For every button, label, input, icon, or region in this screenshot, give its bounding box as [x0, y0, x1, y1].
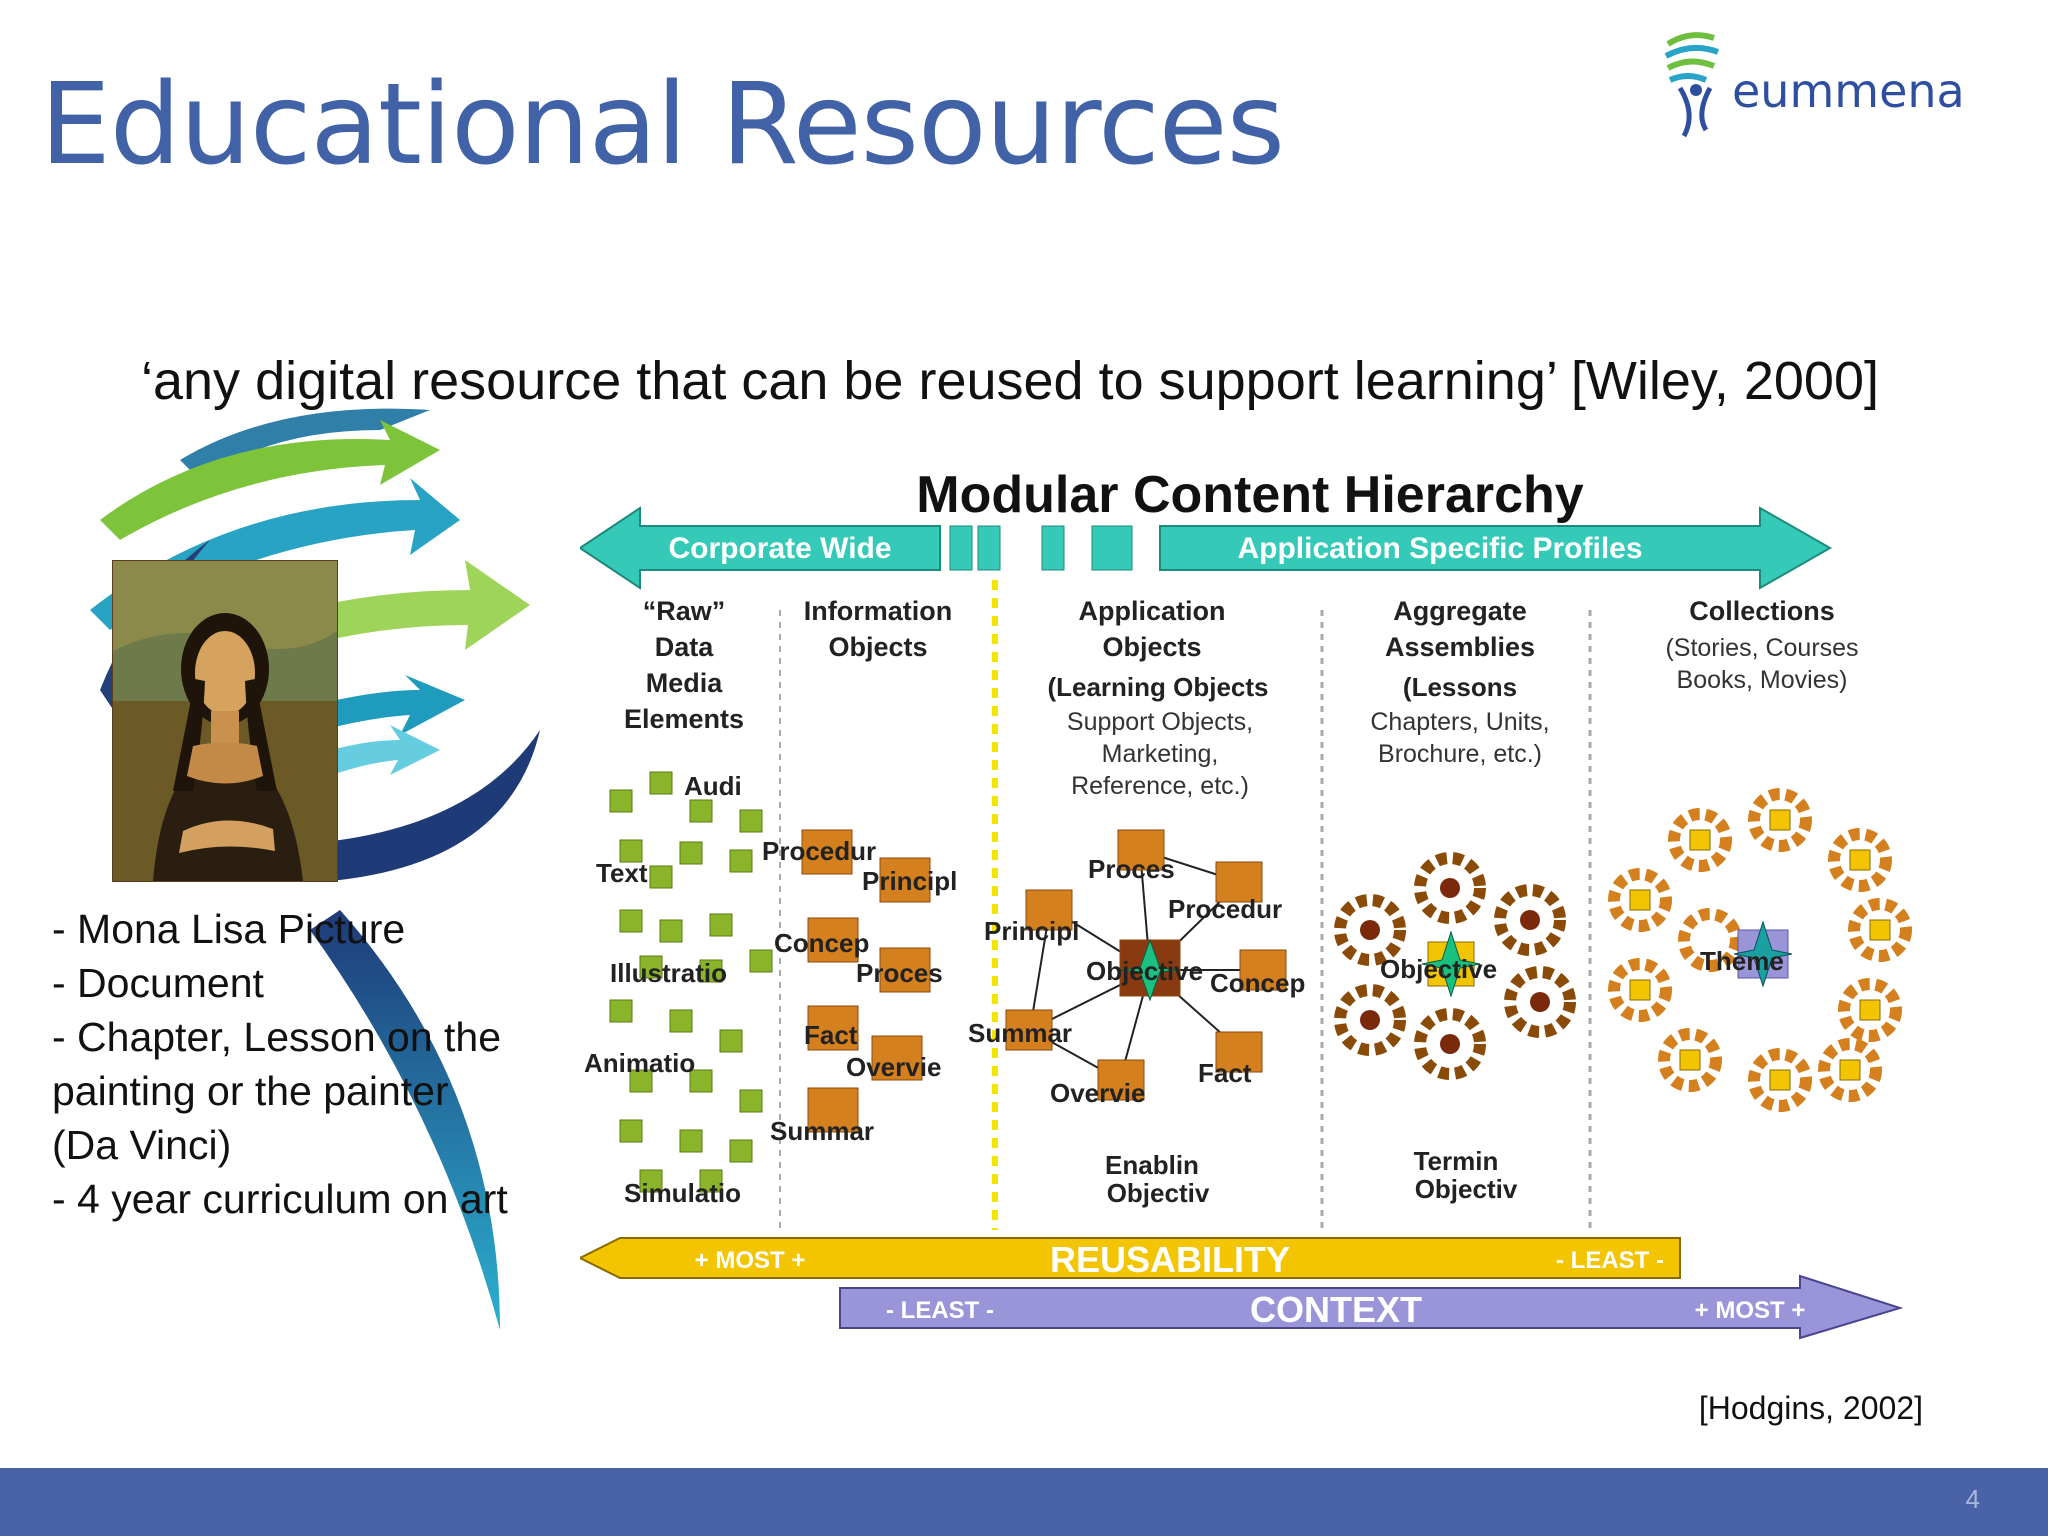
column-heading: Elements: [624, 704, 744, 734]
example-item: - Mona Lisa Picture: [52, 906, 406, 952]
column-subheading: Chapters, Units,: [1370, 708, 1549, 736]
media-label: Simulatio: [624, 1178, 741, 1208]
information-label: Concep: [774, 928, 869, 958]
column-heading: Application: [1079, 596, 1226, 626]
context-label: CONTEXT: [1250, 1289, 1422, 1330]
page-number: 4: [1965, 1484, 1980, 1514]
enabling-objective-label: Objectiv: [1107, 1178, 1210, 1208]
raw-media-cubes: [609, 771, 773, 1193]
eummena-swirl-figure-icon: [1664, 32, 1720, 138]
reusability-arrow: [580, 1237, 1681, 1279]
connector-block: [1041, 525, 1065, 571]
context-least: - LEAST -: [886, 1297, 994, 1324]
reusability-least: - LEAST -: [1556, 1247, 1664, 1274]
media-label: Illustratio: [610, 958, 727, 988]
objective-star-icon: [1421, 930, 1481, 998]
information-label: Summar: [770, 1116, 874, 1146]
column-subheading: (Stories, Courses: [1665, 634, 1858, 662]
application-label: Fact: [1198, 1058, 1252, 1088]
diagram-title: Modular Content Hierarchy: [916, 470, 1583, 524]
column-heading: (Learning Objects: [1047, 672, 1268, 702]
application-label: Concep: [1210, 968, 1305, 998]
corporate-wide-arrow: [580, 506, 941, 590]
column-subheading: Support Objects,: [1067, 708, 1253, 736]
enabling-objective-label: Enablin: [1105, 1150, 1199, 1180]
connector-block: [949, 525, 973, 571]
example-item: - 4 year curriculum on art: [52, 1176, 508, 1222]
collection-cubes: [1629, 809, 1891, 1091]
logo-wordmark: eummena: [1732, 64, 1965, 118]
column-heading: Objects: [828, 632, 927, 662]
information-object-cubes: [801, 829, 931, 1133]
mona-lisa-image: [112, 560, 338, 882]
column-subheading: Marketing,: [1102, 740, 1219, 768]
column-heading: Information: [804, 596, 953, 626]
column-subheading: Brochure, etc.): [1378, 740, 1542, 768]
application-specific-label: Application Specific Profiles: [1237, 532, 1642, 565]
media-label: Animatio: [584, 1048, 695, 1078]
column-heading: Aggregate: [1393, 596, 1527, 626]
reusability-label: REUSABILITY: [1050, 1239, 1290, 1280]
examples-list: - Mona Lisa Picture - Document - Chapter…: [52, 902, 512, 1226]
column-heading: Data: [655, 632, 715, 662]
information-label: Fact: [804, 1020, 858, 1050]
information-label: Principl: [862, 866, 957, 896]
aggregate-cluster-cores: [1360, 878, 1550, 1054]
application-label: Procedur: [1168, 894, 1282, 924]
column-heading: Collections: [1689, 596, 1835, 626]
media-label: Text: [596, 858, 648, 888]
information-label: Overvie: [846, 1052, 941, 1082]
eummena-logo: eummena: [1660, 24, 1965, 144]
column-heading: Assemblies: [1385, 632, 1535, 662]
column-heading: (Lessons: [1403, 672, 1517, 702]
example-item: - Chapter, Lesson on the painting or the…: [52, 1014, 502, 1168]
context-most: + MOST +: [1695, 1297, 1806, 1324]
aggregate-clusters: [1334, 852, 1576, 1080]
slide-title: Educational Resources: [40, 60, 1285, 190]
application-specific-arrow: [1159, 506, 1833, 590]
citation: [Hodgins, 2002]: [1698, 1390, 1923, 1426]
column-subheading: Books, Movies): [1677, 666, 1848, 694]
information-label: Proces: [856, 958, 943, 988]
aggregate-label: Objective: [1380, 954, 1497, 984]
corporate-wide-label: Corporate Wide: [668, 532, 891, 565]
application-label: Summar: [968, 1018, 1072, 1048]
terminal-objective-label: Termin: [1414, 1146, 1499, 1176]
application-label: Overvie: [1050, 1078, 1145, 1108]
modular-content-hierarchy-diagram: Modular Content Hierarchy Corporate Wide…: [580, 470, 1912, 1340]
application-label: Proces: [1088, 854, 1175, 884]
connector-block: [977, 525, 1001, 571]
collection-clusters: [1608, 788, 1912, 1112]
context-arrow: [839, 1274, 1904, 1340]
footer-bar: 4: [0, 1468, 2048, 1536]
connector-block: [1091, 525, 1133, 571]
media-label: Audi: [684, 771, 742, 801]
application-label: Objective: [1086, 956, 1203, 986]
reusability-most: + MOST +: [695, 1247, 806, 1274]
theme-star-icon: [1733, 920, 1793, 988]
column-heading: Media: [646, 668, 724, 698]
terminal-objective-label: Objectiv: [1415, 1174, 1518, 1204]
example-item: - Document: [52, 960, 264, 1006]
application-label: Principl: [984, 916, 1079, 946]
objective-star-icon: [1119, 938, 1181, 1002]
column-heading: Objects: [1102, 632, 1201, 662]
information-label: Procedur: [762, 836, 876, 866]
collection-label: Theme: [1700, 946, 1784, 976]
definition-quote: ‘any digital resource that can be reused…: [141, 351, 1879, 411]
column-subheading: Reference, etc.): [1071, 772, 1249, 800]
column-heading: “Raw”: [643, 596, 726, 626]
